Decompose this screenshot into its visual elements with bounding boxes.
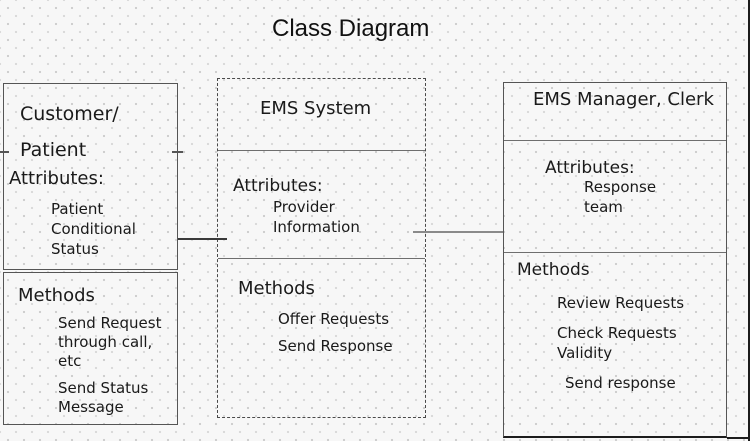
class-name: EMS Manager, Clerk	[533, 89, 714, 110]
method-item: Send Response	[278, 337, 393, 355]
image-right-edge	[748, 0, 750, 441]
attribute-item: Patient Conditional Status	[51, 200, 136, 258]
method-item: Send Status Message	[58, 379, 149, 416]
class-box-customer-patient: Customer/ Patient Attributes: Patient Co…	[0, 83, 183, 270]
attribute-item: Provider Information	[273, 198, 360, 236]
class-name: Customer/ Patient	[20, 103, 119, 161]
method-item: Send Request through call, etc	[58, 314, 162, 370]
method-item: Send response	[565, 374, 676, 392]
class-box-ems-manager-clerk: EMS Manager, Clerk Attributes: Response …	[503, 82, 727, 438]
method-item: Offer Requests	[278, 310, 390, 328]
methods-box-customer-patient: Methods Send Request through call, etc S…	[3, 272, 178, 425]
class-box-ems-system: EMS System Attributes: Provider Informat…	[217, 78, 426, 418]
class-name: EMS System	[260, 98, 372, 119]
attribute-item: Response team	[584, 178, 657, 216]
compartment-divider	[218, 150, 425, 151]
methods-label: Methods	[238, 278, 315, 299]
compartment-divider	[504, 252, 726, 253]
diagram-title: Class Diagram	[272, 15, 430, 42]
method-item: Review Requests	[557, 294, 685, 312]
compartment-divider	[504, 140, 726, 141]
connector-customer-to-ems	[178, 238, 227, 240]
compartment-tick-right	[172, 151, 183, 153]
attributes-label: Attributes:	[9, 168, 104, 189]
attributes-label: Attributes:	[233, 176, 323, 196]
methods-label: Methods	[517, 260, 590, 280]
method-item: Check Requests Validity	[557, 324, 677, 362]
compartment-divider	[218, 258, 425, 259]
compartment-tick-left	[0, 151, 9, 153]
image-bottom-corner-edge	[727, 437, 750, 439]
connector-ems-to-manager	[413, 231, 503, 233]
attributes-label: Attributes:	[545, 158, 635, 178]
methods-label: Methods	[18, 285, 95, 306]
